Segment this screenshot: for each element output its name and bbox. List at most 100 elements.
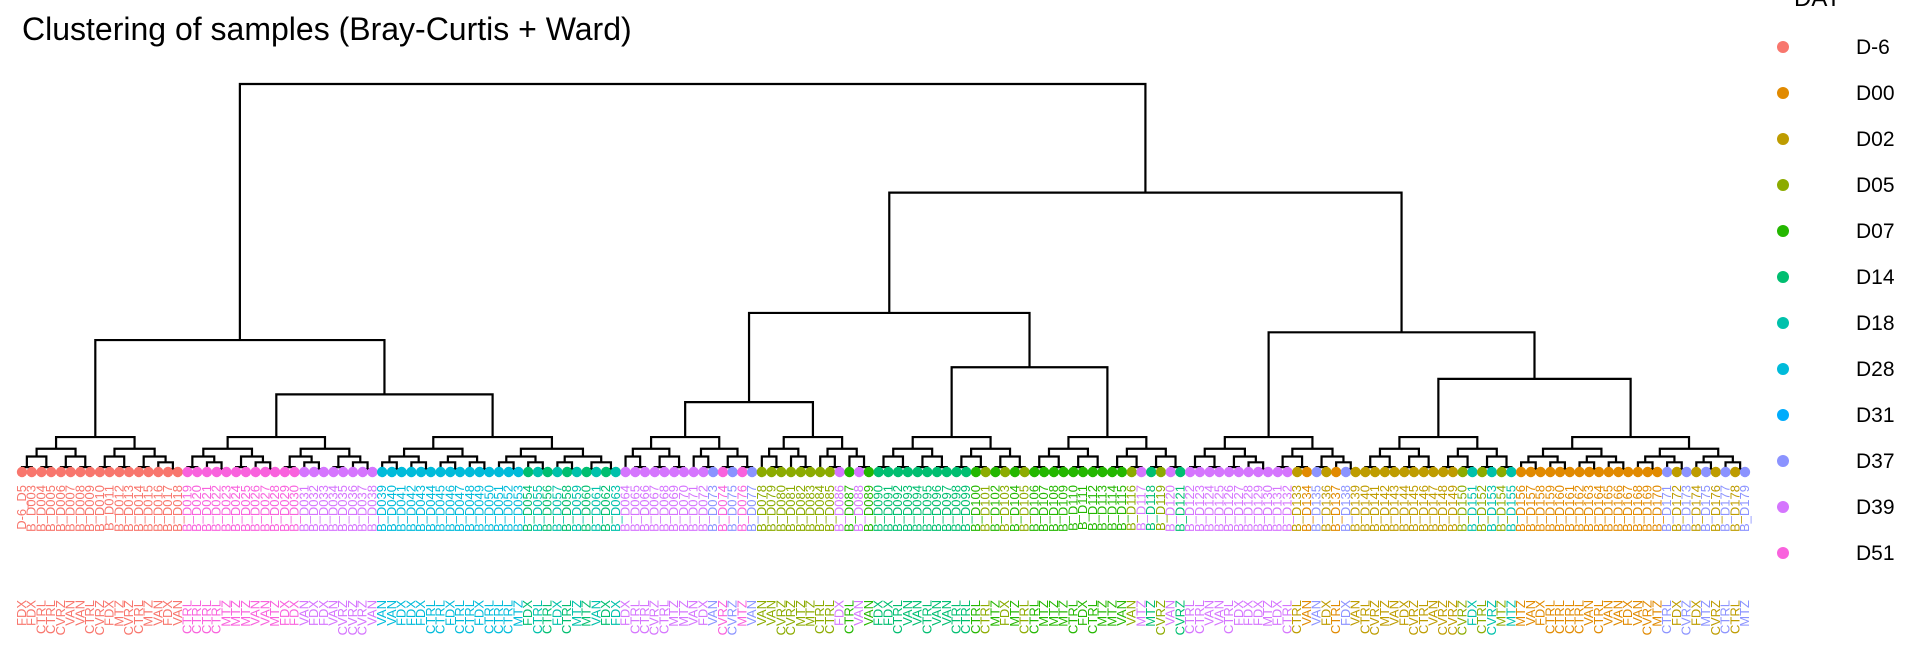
leaf-point (610, 466, 622, 478)
leaf-label-top: B_D098 (949, 485, 964, 532)
leaf-label-top: B_D090 (871, 485, 886, 532)
leaf-label-top: B_D151 (1464, 485, 1479, 532)
leaf-point (1447, 466, 1459, 478)
leaf-label-bottom: CTRL (1328, 600, 1343, 634)
leaf-label-bottom: FDX (1241, 600, 1256, 626)
leaf-label-bottom: VAN (754, 600, 769, 626)
dendrogram-branch (1203, 447, 1246, 457)
leaf-point (415, 466, 427, 478)
leaf-label-bottom: CTRL (462, 600, 477, 634)
leaf-label-bottom: CTRL (1221, 600, 1236, 634)
leaf-label-bottom: FDX (695, 600, 710, 626)
leaf-label-top: B_D033 (316, 485, 331, 532)
leaf-label-top: B_D055 (530, 485, 545, 532)
leaf-point (376, 466, 388, 478)
leaf-label-bottom: MTZ (1007, 600, 1022, 627)
leaf-label-bottom: MTZ (1737, 600, 1752, 627)
leaf-label-bottom: FDX (1231, 600, 1246, 626)
leaf-point (1058, 466, 1069, 478)
dendrogram-branch (950, 366, 1109, 438)
leaf-point (746, 466, 758, 478)
leaf-point (1545, 466, 1556, 478)
leaf-label-top: B_D109 (1056, 485, 1071, 532)
leaf-label-bottom: VAN (1348, 600, 1363, 626)
leaf-point (591, 466, 602, 478)
leaf-point (1340, 466, 1352, 478)
leaf-label-bottom: CVRZ (1484, 600, 1499, 635)
legend-swatch-D05 (1777, 179, 1789, 191)
leaf-point (1389, 466, 1400, 478)
legend-swatch-D14 (1777, 271, 1789, 283)
leaf-label-top: B_D107 (1036, 485, 1051, 532)
leaf-label-bottom: CTRL (1562, 600, 1577, 634)
leaf-point (707, 466, 719, 478)
leaf-label-bottom: MTZ (228, 600, 243, 627)
leaf-label-top: B_D041 (394, 485, 409, 532)
leaf-label-bottom: FDX (1620, 600, 1635, 626)
leaf-label-top: B_D091 (880, 485, 895, 532)
dendrogram-branch (299, 447, 351, 457)
leaf-label-top: B_D051 (491, 485, 506, 532)
leaf-label-bottom: CTRL (656, 600, 671, 634)
leaf-point (26, 466, 37, 478)
leaf-point (795, 466, 806, 478)
leaf-label-bottom: FDX (1396, 600, 1411, 626)
leaf-point (824, 466, 836, 478)
dendrogram-branch (1077, 455, 1099, 468)
leaf-label-top: B_D117 (1133, 485, 1148, 531)
leaf-point (785, 466, 797, 478)
leaf-label-top: B_D086 (832, 485, 847, 532)
dendrogram-branch (54, 435, 136, 449)
leaf-label-top: B_D006 (53, 485, 68, 532)
leaf-point (727, 466, 738, 478)
leaf-label-bottom: VAN (744, 600, 759, 626)
leaf-label-top: B_D022 (209, 485, 224, 532)
leaf-label-top: B_D171 (1659, 485, 1674, 532)
leaf-point (532, 466, 544, 478)
leaf-label-top: B_D069 (666, 485, 681, 532)
leaf-label-top: B_D143 (1387, 485, 1402, 532)
leaf-label-bottom: FDX (997, 600, 1012, 626)
dendrogram-branch (960, 455, 982, 468)
leaf-label-top: B_D172 (1669, 485, 1684, 532)
leaf-label-top: B_D177 (1718, 485, 1733, 532)
leaf-label-bottom: CTRL (919, 600, 934, 634)
leaf-label-top: B_D046 (442, 485, 457, 532)
leaf-point (65, 466, 76, 478)
leaf-label-top: B_D111 (1075, 485, 1090, 530)
leaf-label-top: B_D016 (150, 485, 165, 532)
leaf-label-bottom: CTRL (491, 600, 506, 634)
leaf-label-bottom: VAN (1630, 600, 1645, 626)
leaf-point (46, 466, 57, 478)
leaf-label-top: B_D108 (1046, 485, 1061, 532)
leaf-label-top: B_D071 (686, 485, 701, 532)
leaf-point (951, 466, 962, 478)
dendrogram-branch (1223, 435, 1314, 449)
leaf-label-top: B_D120 (1163, 485, 1178, 532)
leaf-point (503, 466, 514, 478)
leaf-label-top: B_D125 (1211, 485, 1226, 532)
leaf-label-bottom: CVRZ (1455, 600, 1470, 635)
leaf-point (970, 466, 982, 478)
leaf-label-top: B_D085 (822, 485, 837, 532)
leaf-point (269, 466, 281, 478)
leaf-point (1184, 466, 1196, 478)
leaf-label-bottom: CTRL (433, 600, 448, 634)
leaf-point (1301, 466, 1313, 478)
leaf-label-top: B_D123 (1192, 485, 1207, 532)
legend-label-D37: D37 (1856, 450, 1895, 473)
leaf-label-top: B_D127 (1231, 485, 1246, 532)
leaf-label-bottom: MTZ (267, 600, 282, 627)
leaf-label-bottom: MTZ (510, 600, 525, 627)
leaf-label-top: B_D052 (501, 485, 516, 532)
leaf-label-top: B_D149 (1445, 485, 1460, 532)
leaf-label-bottom: FDX (277, 600, 292, 626)
leaf-label-top: B_D148 (1435, 485, 1450, 532)
leaf-label-top: B_D101 (978, 485, 993, 532)
leaf-label-top: B_D043 (413, 485, 428, 532)
leaf-label-top: B_D072 (695, 485, 710, 532)
leaf-label-top: B_D163 (1581, 485, 1596, 532)
leaf-label-top: B_D067 (647, 485, 662, 532)
leaf-label-top: B_D155 (1503, 485, 1518, 532)
leaf-point (1730, 466, 1741, 478)
